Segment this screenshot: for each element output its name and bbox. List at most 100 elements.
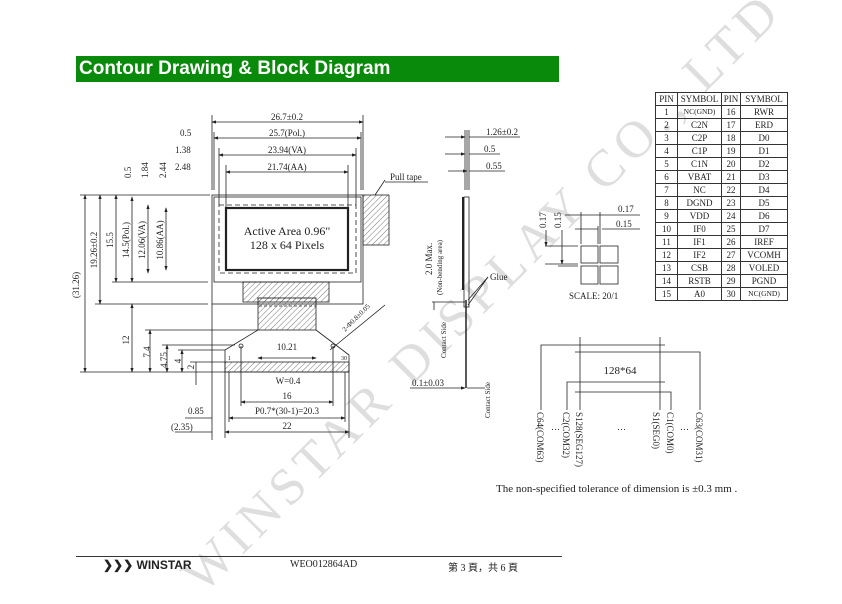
pin-symbol-cell: PGND [740,274,788,288]
section-title-bar: Contour Drawing & Block Diagram [76,56,559,82]
pin-s128: S128(SEG127) [574,412,584,467]
contact-side-label-2: Contact Side [484,382,492,418]
dim-fpc-thickness: 0.1±0.03 [412,378,444,388]
pin-symbol-cell: IF1 [677,235,722,249]
block-diagram-labels: 128*64 C64(COM63) C2(COM32) S128(SEG127)… [496,365,738,495]
dim-side-0-55: 0.55 [486,161,502,171]
pin-number-cell: 25 [721,222,741,236]
pin-symbol-cell: CSB [677,261,722,275]
pin-symbol-cell: D1 [740,144,788,158]
dim-thickness: 1.26±0.2 [486,127,518,137]
ellipsis-3: … [680,422,689,432]
max-bend-label: 2.0 Max. [424,243,434,275]
pin-number-cell: 5 [655,157,678,171]
side-view [410,130,520,390]
pin-symbol-cell: NC(GND) [740,287,788,301]
dim-7-4: 7.4 [142,346,152,358]
pin-symbol-cell: VBAT [677,170,722,184]
dim-va-width: 23.94(VA) [268,145,306,155]
matrix-label: 128*64 [604,365,638,377]
pin-symbol-cell: ERD [740,118,788,132]
pin-number-cell: 2 [655,118,678,132]
header-pin: PIN [655,92,678,106]
contact-side-label-1: Contact Side [440,322,448,358]
dim-aa-offset: 2.48 [175,162,191,172]
front-view-labels: 26.7±0.2 0.5 25.7(Pol.) 1.38 23.94(VA) 2… [71,112,422,432]
fpc-contacts [224,361,350,373]
page-indicator: 第 3 頁，共 6 頁 [448,563,518,574]
pixel-label: 128 x 64 Pixels [250,238,325,252]
pin-number-cell: 7 [655,183,678,197]
dim-pixel-size-h: 0.15 [616,219,632,229]
dim-2: 2 [186,365,196,370]
pin-symbol-cell: DGND [677,196,722,210]
pin-number-cell: 9 [655,209,678,223]
pin-symbol-cell: NC(GND) [677,105,722,119]
dim-top-0-5: 0.5 [123,166,133,178]
pin-symbol-cell: VDD [677,209,722,223]
pin-symbol-cell: VOLED [740,261,788,275]
footer-logo: ❯❯❯ WINSTAR [103,558,192,572]
pin-c64: C64(COM63) [535,412,545,463]
doc-number: WEO012864AD [290,559,358,570]
dim-pin-width: W=0.4 [276,376,301,386]
dim-top-2-44: 2.44 [158,162,168,178]
pin-number-cell: 21 [721,170,741,184]
pin-number-cell: 6 [655,170,678,184]
pull-tape-label: Pull tape [390,172,422,182]
dim-4: 4 [173,358,183,363]
pin-number-cell: 23 [721,196,741,210]
dim-total-height: (31.26) [71,272,81,298]
dim-0-85: 0.85 [188,406,204,416]
pin-c63: C63(COM31) [694,412,704,463]
dim-aa-width: 21.74(AA) [267,162,306,172]
pin-number-cell: 18 [721,131,741,145]
dim-pol-width: 25.7(Pol.) [269,128,305,138]
dim-10-21: 10.21 [277,342,297,352]
pin-symbol-cell: D3 [740,170,788,184]
pin-1-label: 1 [228,356,231,362]
dim-pol-offset: 0.5 [180,128,192,138]
winstar-logo-icon: ❯❯❯ [103,558,137,572]
fpc-lower [257,297,317,331]
pin-symbol-cell: NC [677,183,722,197]
dim-22: 22 [283,421,292,431]
dim-top-1-84: 1.84 [140,162,150,178]
pin-number-cell: 12 [655,248,678,262]
pin-symbol-cell: D0 [740,131,788,145]
pin-30-label: 30 [341,356,347,362]
scale-label: SCALE: 20/1 [569,291,618,301]
dim-va-height: 12.06(VA) [137,221,147,259]
pin-symbol-cell: C2P [677,131,722,145]
pin-symbol-cell: RWR [740,105,788,119]
pin-number-cell: 16 [721,105,741,119]
dim-16: 16 [283,391,293,401]
pin-number-cell: 26 [721,235,741,249]
dim-pixel-pitch-h: 0.17 [618,204,634,214]
viewing-area [218,204,357,274]
section-title: Contour Drawing & Block Diagram [79,58,391,79]
pin-number-cell: 13 [655,261,678,275]
pin-symbol-cell: VCOMH [740,248,788,262]
pin-number-cell: 20 [721,157,741,171]
pin-c1: C1(COM0) [665,412,675,454]
dim-pitch: P0.7*(30-1)=20.3 [255,406,320,416]
pin-number-cell: 17 [721,118,741,132]
pin-symbol-cell: IF2 [677,248,722,262]
pin-symbol-cell: D4 [740,183,788,197]
pin-number-cell: 27 [721,248,741,262]
